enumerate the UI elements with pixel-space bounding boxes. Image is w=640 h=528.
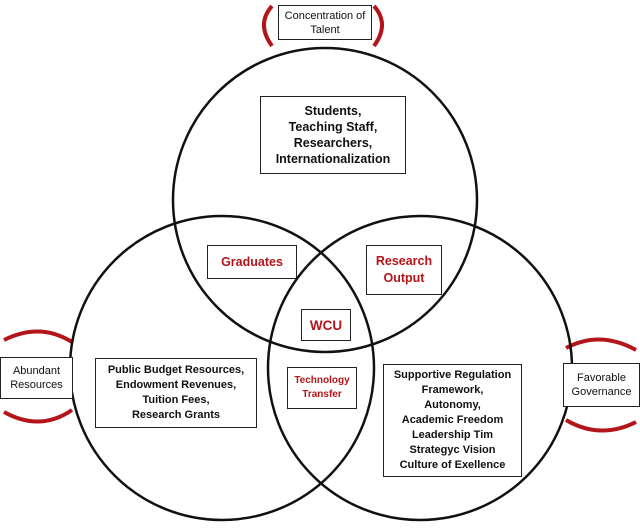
circle-top (171, 46, 479, 354)
right-content-line-7: Culture of Exellence (399, 459, 506, 471)
outer-label-right: Favorable Governance (563, 363, 640, 407)
research-output-line-2: Output (383, 271, 425, 285)
top-circle-content: Students, Teaching Staff, Researchers, I… (260, 96, 406, 174)
left-top-arc (3, 329, 74, 344)
right-content-line-2: Framework, (421, 384, 484, 396)
left-bottom-arc (3, 408, 74, 424)
top-right-arc (372, 4, 384, 48)
top-left-arc (262, 4, 274, 48)
intersection-technology-transfer: Technology Transfer (287, 367, 357, 409)
left-content-line-3: Tuition Fees, (142, 394, 210, 406)
right-circle-content: Supportive Regulation Framework, Autonom… (383, 364, 522, 477)
outer-label-right-line-1: Favorable (577, 372, 626, 384)
intersection-research-output: Research Output (366, 245, 442, 295)
right-content-line-4: Academic Freedom (401, 414, 504, 426)
right-content-line-1: Supportive Regulation (393, 369, 512, 381)
left-content-line-4: Research Grants (131, 409, 221, 421)
technology-transfer-line-1: Technology (294, 375, 350, 386)
right-content-line-6: Strategyc Vision (409, 444, 496, 456)
left-content-line-1: Public Budget Resources, (107, 364, 245, 376)
top-content-line-2: Teaching Staff, (288, 120, 378, 134)
outer-label-right-line-2: Governance (571, 386, 632, 398)
research-output-line-1: Research (375, 254, 433, 268)
left-circle-content: Public Budget Resources, Endowment Reven… (95, 358, 257, 428)
outer-label-top-line-2: Talent (310, 23, 340, 36)
top-content-line-1: Students, (304, 104, 362, 118)
wcu-label: WCU (309, 317, 343, 333)
top-content-line-4: Internationalization (275, 152, 391, 166)
intersection-graduates: Graduates (207, 245, 297, 279)
outer-label-top: Concentration of Talent (278, 5, 372, 40)
technology-transfer-line-2: Transfer (302, 389, 342, 400)
right-content-line-3: Autonomy, (424, 399, 481, 411)
right-content-line-5: Leadership Tim (411, 429, 494, 441)
outer-label-left: Abundant Resources (0, 357, 73, 399)
graduates-label: Graduates (221, 255, 283, 269)
left-content-line-2: Endowment Revenues, (115, 379, 237, 391)
right-bottom-arc (564, 418, 637, 433)
outer-label-left-line-1: Abundant (12, 365, 61, 377)
outer-label-left-line-2: Resources (10, 379, 63, 391)
right-top-arc (565, 337, 637, 352)
top-content-line-3: Researchers, (293, 136, 373, 150)
intersection-wcu: WCU (301, 309, 351, 341)
outer-label-top-line-1: Concentration of (284, 9, 366, 22)
